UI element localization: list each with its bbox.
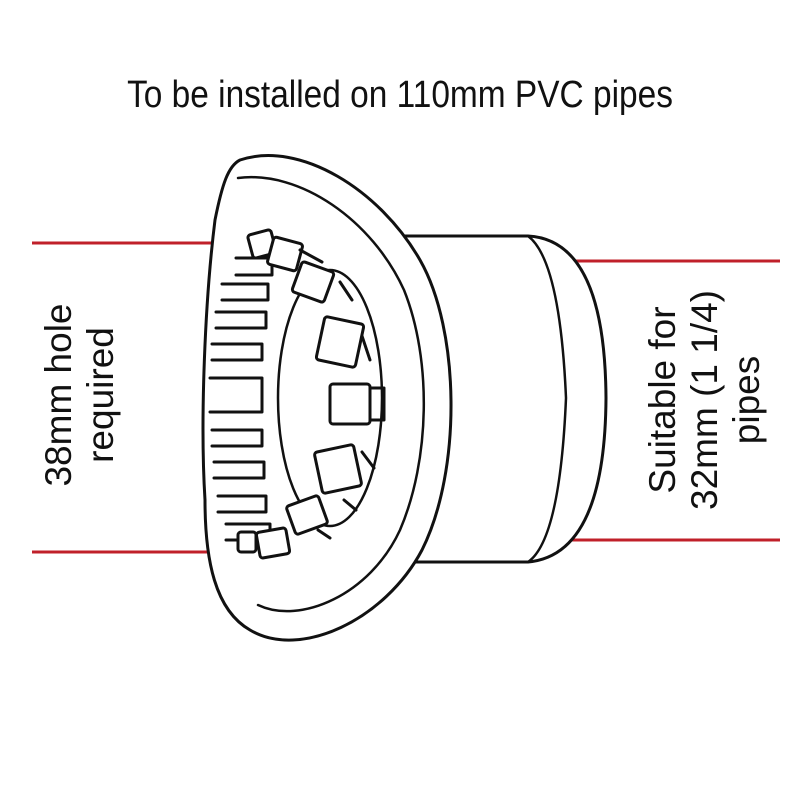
slot-8: [216, 494, 268, 514]
slot-5: [208, 376, 264, 414]
slot-6: [210, 428, 264, 448]
tooth-6: [313, 443, 363, 495]
teeth-back-edge: [298, 248, 386, 540]
hole-size-label-line2: required: [80, 327, 121, 463]
pipe-size-label: Suitable for 32mm (1 1/4) pipes: [642, 290, 768, 510]
tooth-7: [285, 494, 329, 536]
tooth-9: [236, 530, 258, 554]
sleeve-right-edge: [526, 234, 568, 564]
tooth-3: [290, 260, 336, 304]
slot-2: [220, 282, 270, 302]
slot-3: [214, 310, 268, 330]
pipe-size-label-line2: 32mm (1 1/4): [684, 289, 725, 511]
tooth-2: [266, 235, 304, 273]
diagram-title: To be installed on 110mm PVC pipes: [127, 74, 673, 116]
flange-outer: [201, 154, 453, 642]
tooth-5: [328, 382, 372, 426]
tooth-4: [314, 315, 366, 369]
sleeve-body: [400, 234, 608, 564]
slot-4: [210, 342, 264, 362]
pipe-size-label-line1: Suitable for: [642, 306, 683, 494]
hole-size-label: 38mm hole required: [38, 303, 122, 486]
pipe-size-label-line3: pipes: [726, 355, 767, 445]
slot-7: [212, 460, 266, 480]
flange-inner-rim: [236, 175, 425, 613]
hole-size-label-line1: 38mm hole: [38, 303, 79, 487]
tooth-8: [254, 526, 292, 560]
